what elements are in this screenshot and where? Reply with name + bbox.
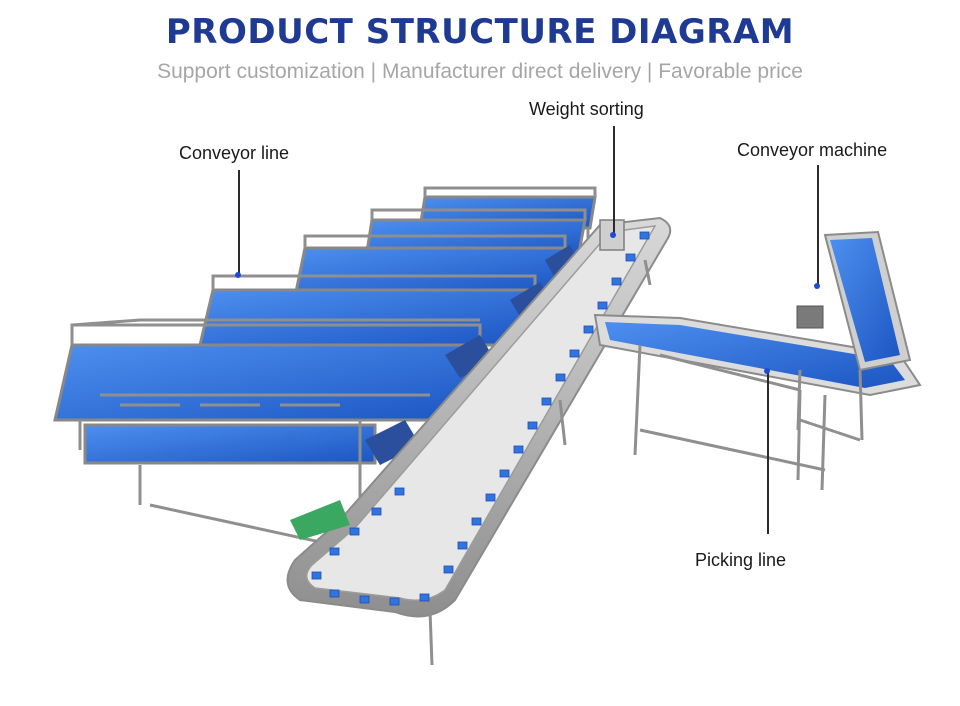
label-conveyor-machine: Conveyor machine — [737, 140, 888, 160]
marker-picking-line — [764, 368, 770, 374]
page-subtitle: Support customization | Manufacturer dir… — [157, 60, 803, 83]
leader-conveyor-machine — [817, 165, 819, 285]
picking-line-table — [593, 313, 922, 491]
marker-weight-sorting — [610, 232, 616, 238]
leader-picking-line — [767, 372, 769, 534]
marker-conveyor-machine — [814, 283, 820, 289]
incline-conveyor-machine — [796, 230, 912, 442]
leader-conveyor-line — [238, 170, 240, 274]
page-title: PRODUCT STRUCTURE DIAGRAM — [165, 12, 795, 52]
weight-sorting-conveyor — [286, 216, 672, 666]
label-conveyor-line: Conveyor line — [179, 143, 290, 163]
leader-weight-sorting — [613, 126, 615, 234]
label-picking-line: Picking line — [695, 550, 787, 570]
rack-1 — [53, 318, 482, 557]
marker-conveyor-line — [235, 272, 241, 278]
label-weight-sorting: Weight sorting — [529, 99, 644, 119]
